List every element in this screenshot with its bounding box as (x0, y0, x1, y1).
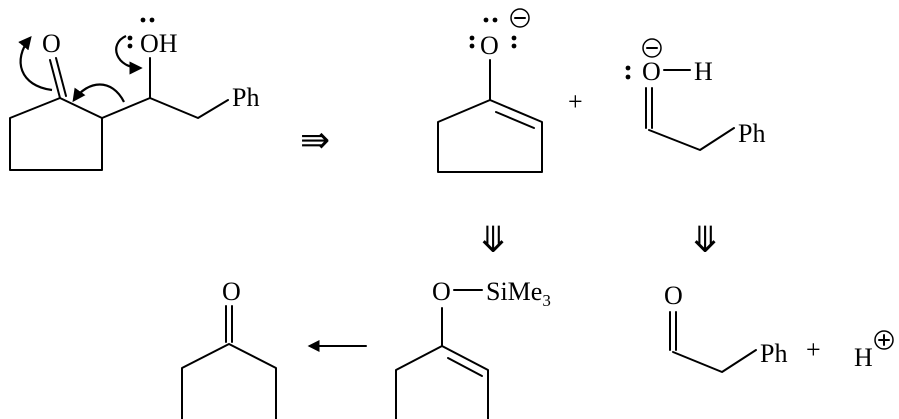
aldehyde-chain (648, 127, 735, 151)
curly-arrow-hydroxyl (115, 34, 143, 75)
plus-sign-1: + (568, 87, 583, 116)
ketone-oxygen-label: O (222, 277, 241, 306)
retrosynthetic-arrow-2: ⤋ (478, 220, 508, 261)
cyclopentanone-ring (9, 97, 103, 171)
phenyl-label-1: Ph (232, 83, 259, 112)
enolate: O (437, 8, 543, 173)
trimethylsilyl-label: SiMe3 (486, 277, 551, 310)
aldehyde-chain-2 (672, 349, 757, 373)
curly-arrow-ring-bond (72, 83, 125, 103)
positive-charge-icon (874, 330, 894, 350)
enolate-ring (437, 99, 543, 173)
phenyl-label-3: Ph (760, 339, 787, 368)
proton-label: H (854, 343, 873, 372)
aldehyde-oxygen-label-2: O (664, 281, 683, 310)
cyclopentanone-ring-2 (181, 343, 277, 419)
retrosynthetic-arrow-1: ⇛ (300, 120, 330, 161)
carbonyl-oxygen-label: O (42, 29, 61, 58)
curly-arrow-carbonyl (18, 35, 53, 92)
silyl-oxygen-label: O (432, 277, 451, 306)
silyl-enol-ether: O SiMe3 (395, 277, 551, 419)
hydroxyl-label: OH (140, 29, 178, 58)
silyl-double-bond (447, 357, 483, 377)
silyl-ring (395, 345, 489, 419)
enolate-oxygen-label: O (480, 31, 499, 60)
aldol-product: O OH Ph (9, 17, 259, 171)
carbonyl-bond-1 (49, 59, 61, 99)
protonated-aldehyde: O H Ph (625, 38, 765, 151)
aldehyde-oxygen-label: O (642, 57, 661, 86)
phenylacetaldehyde: O Ph (664, 281, 787, 373)
phenyl-label-2: Ph (738, 119, 765, 148)
cyclopentanone: O (181, 277, 277, 419)
retrosynthetic-arrow-3: ⤋ (690, 220, 720, 261)
side-chain (101, 97, 229, 119)
carbonyl-bond-2 (55, 57, 67, 97)
hydrogen-label-1: H (694, 57, 713, 86)
enolate-double-bond (495, 111, 535, 129)
plus-sign-2: + (806, 335, 821, 364)
